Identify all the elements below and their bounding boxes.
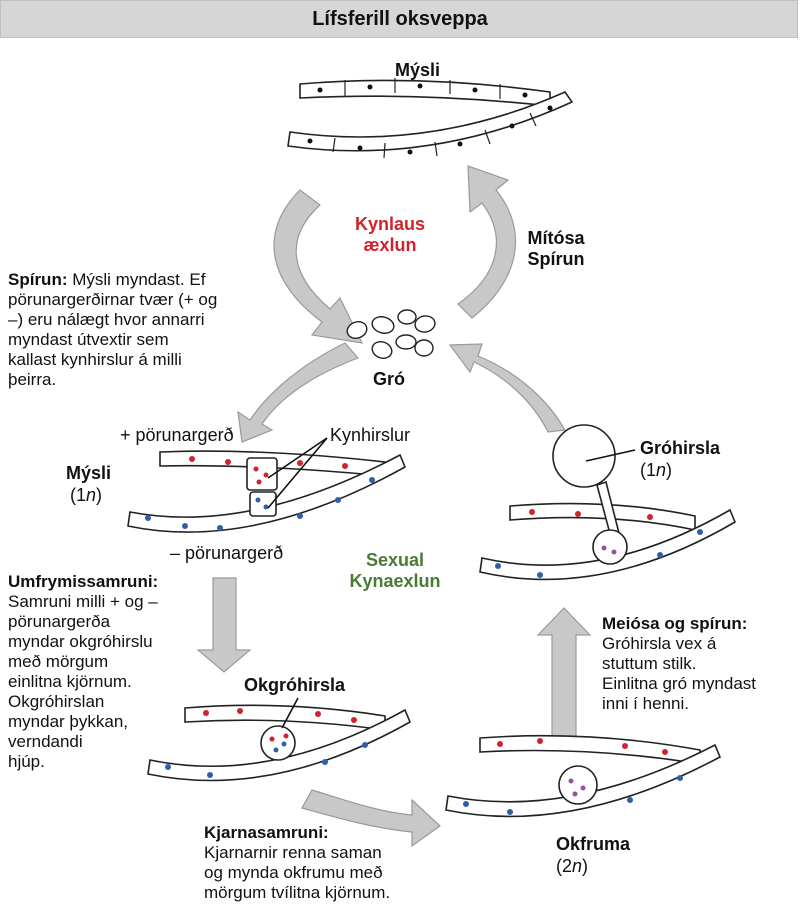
mid-hypha-nuclei [145,456,375,531]
label-kynlaus-line2: æxlun [363,235,417,255]
umfrymis-line-8: hjúp. [8,752,45,771]
label-mitosa-line1: Mítósa [527,228,585,248]
arrow-mysli-to-okgrohirsla [196,577,252,673]
meiosa-heading: Meiósa og spírun: [602,614,748,633]
okgrohirsla-leader [281,697,299,729]
meiosa-text: Meiósa og spírun: Gróhirsla vex á stuttu… [602,614,798,714]
umfrymis-heading: Umfrymissamruni: [8,572,159,591]
grohirsla-leader [585,449,636,462]
grohirsla-hyphae [479,502,737,581]
spirun-line-4: kallast kynhirslur á milli [8,350,182,369]
kynhirslur-leader-lines [267,437,328,509]
ploidy-n: n [86,485,97,505]
arrow-gro-to-mysli [457,165,517,319]
spirun-heading: Spírun: [8,270,68,289]
ploidy-close: ) [96,485,103,505]
arrow-okfruma-to-grohirsla [536,607,592,741]
grohirsla-ploidy-open: (1 [640,460,657,480]
label-kynlaus-line1: Kynlaus [354,214,426,234]
ploidy-open: (1 [70,485,87,505]
label-okgrohirsla: Okgróhirsla [244,675,346,695]
spirun-text: Spírun: Mýsli myndast. Ef pörunargerðirn… [8,270,308,390]
top-mycelium-septa [332,78,537,159]
spirun-line-5: þeirra. [8,370,57,389]
label-sexual-line2: Kynaexlun [349,571,441,591]
label-sexual-line1: Sexual [365,550,425,570]
label-kynhirslur: Kynhirslur [330,425,411,445]
arrow-mysli-to-gro [273,189,364,344]
label-mitosa-spirun: Mítósa Spírun [510,228,602,270]
meiosa-line-2: Einlitna gró myndast [602,674,757,693]
cycle-arrows [196,165,592,848]
grohirsla-ploidy-n: n [656,460,667,480]
top-mycelium-nuclei [307,83,553,155]
okfruma-nuclei [463,738,683,815]
arrow-grohirsla-to-gro [448,343,566,433]
label-okfruma: Okfruma [556,834,631,854]
okgrohirsla-hyphae [147,704,412,782]
spores [346,309,436,359]
umfrymis-text: Umfrymissamruni: Samruni milli + og – pö… [8,572,208,772]
umfrymis-line-2: myndar okgróhirslu [8,632,153,651]
label-mysli-top: Mýsli [395,60,441,80]
okgrohirsla-cell [260,725,296,761]
spirun-line-0: Mýsli myndast. Ef [67,270,206,289]
umfrymis-line-7: verndandi [8,732,83,751]
label-sexual-kynaexlun: Sexual Kynaexlun [330,550,460,592]
umfrymis-line-4: einlitna kjörnum. [8,672,132,691]
grohirsla-nuclei [495,509,703,578]
meiosa-line-3: inni í henni. [602,694,689,713]
title-bar [0,0,798,38]
grohirsla-ploidy-close: ) [666,460,673,480]
umfrymis-line-3: með mörgum [8,652,109,671]
spirun-line-2: –) eru nálægt hvor annarri [8,310,205,329]
plus-hypha [159,450,386,491]
label-mitosa-line2: Spírun [527,249,585,269]
label-kynlaus-aexlun: Kynlaus æxlun [335,214,445,256]
kjarna-text: Kjarnasamruni: Kjarnarnir renna saman og… [204,823,444,903]
label-mysli-ploidy: (1n) [70,485,102,506]
label-minus-strain: – pörunargerð [170,543,284,563]
minus-hypha [127,453,407,533]
grohirsla-base-cell [592,529,628,565]
kjarna-line-1: og mynda okfrumu með [204,863,383,882]
label-gro: Gró [373,369,406,389]
umfrymis-line-1: pörunargerða [8,612,111,631]
arrow-okgrohirsla-to-okfruma [301,789,441,848]
umfrymis-line-6: myndar þykkan, [8,712,128,731]
okfruma-ploidy-close: ) [582,856,589,876]
label-plus-strain: + pörunargerð [120,425,234,445]
umfrymis-line-0: Samruni milli + og – [8,592,158,611]
label-grohirsla: Gróhirsla [640,438,721,458]
meiosa-line-1: stuttum stilk. [602,654,697,673]
okfruma-ploidy-n: n [572,856,583,876]
umfrymis-line-5: Okgróhirslan [8,692,105,711]
label-grohirsla-ploidy: (1n) [640,460,672,481]
kjarna-heading: Kjarnasamruni: [204,823,329,842]
top-mycelium [287,79,574,152]
arrow-gro-to-mysli-sexual [237,342,360,443]
grohirsla-sporangium [552,424,616,488]
meiosa-line-0: Gróhirsla vex á [602,634,717,653]
kjarna-line-0: Kjarnarnir renna saman [204,843,382,862]
label-mysli-mid: Mýsli [66,463,112,483]
diagram-title: Lífsferill oksveppa [312,8,488,30]
spirun-line-3: myndast útvextir sem [8,330,169,349]
okfruma-cell [558,765,598,805]
spirun-line-1: pörunargerðirnar tvær (+ og [8,290,218,309]
kjarna-line-2: mörgum tvílitna kjörnum. [204,883,391,902]
okgrohirsla-nuclei [165,708,368,778]
label-okfruma-ploidy: (2n) [556,856,588,877]
okfruma-ploidy-open: (2 [556,856,573,876]
